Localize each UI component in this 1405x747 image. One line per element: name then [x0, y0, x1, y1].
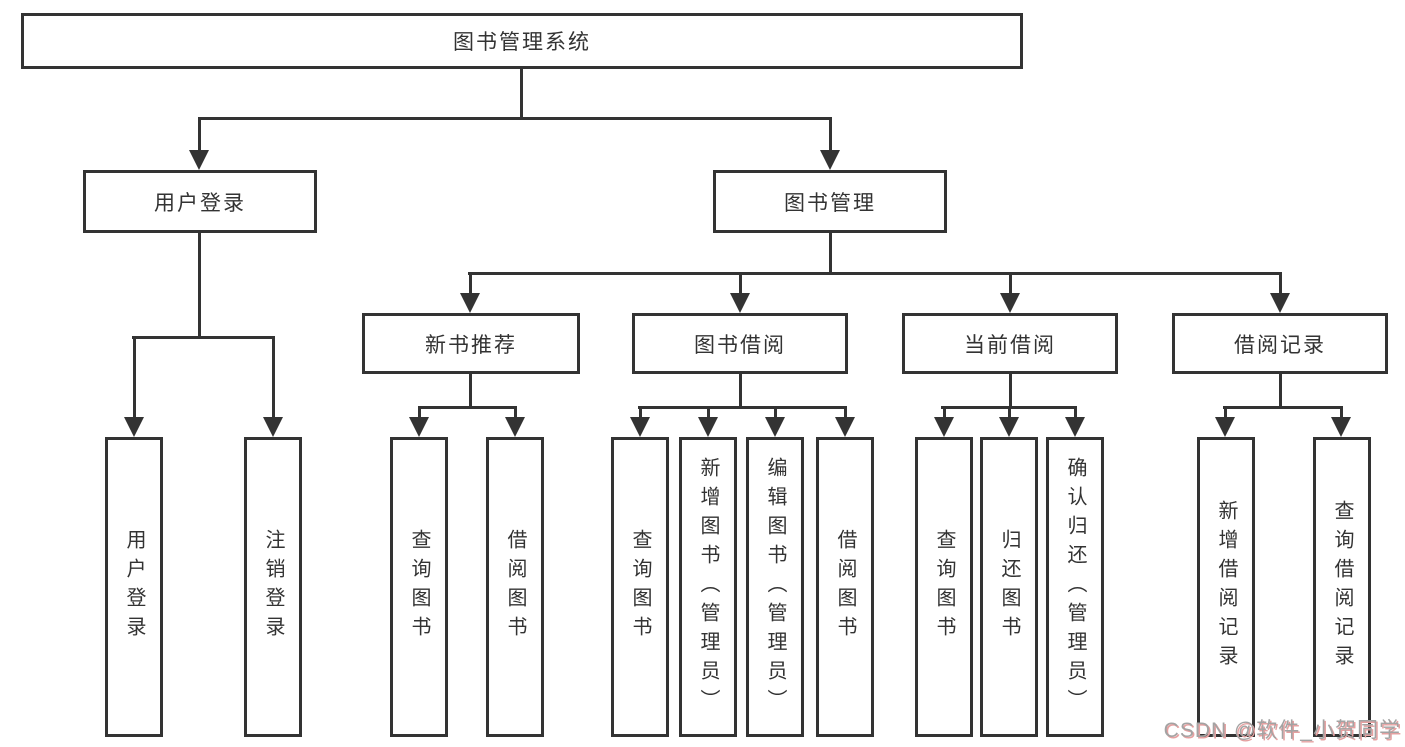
leaf-logout: 注销登录	[244, 437, 302, 737]
leaf-borrow-books: 借阅图书	[816, 437, 874, 737]
leaf-return-book: 归还图书	[980, 437, 1038, 737]
node-borrow-records: 借阅记录	[1172, 313, 1388, 374]
connector-stem-e2	[1340, 406, 1343, 419]
connector-stem-leaf-logout	[272, 336, 275, 419]
connector-stem-b2	[514, 406, 517, 419]
node-user-login: 用户登录	[83, 170, 317, 233]
arrow-to-new-book	[460, 293, 480, 313]
leaf-query-borrow-record: 查询借阅记录	[1313, 437, 1371, 737]
connector-stem-book-management	[829, 117, 832, 152]
arrow-to-c1	[630, 417, 650, 437]
connector-root-stem	[520, 69, 523, 120]
arrow-to-d1	[934, 417, 954, 437]
connector-root-split	[198, 117, 832, 120]
arrow-to-c3	[765, 417, 785, 437]
leaf-query-books-current: 查询图书	[915, 437, 973, 737]
connector-current-borrow-stem	[1009, 373, 1012, 409]
connector-stem-c2	[707, 406, 710, 419]
connector-new-book-stem	[469, 373, 472, 409]
connector-stem-user-login	[198, 117, 201, 152]
leaf-add-book-admin: 新增图书（管理员）	[679, 437, 737, 737]
arrow-to-leaf-logout	[263, 417, 283, 437]
leaf-borrow-books-recommend: 借阅图书	[486, 437, 544, 737]
leaf-query-books-borrow: 查询图书	[611, 437, 669, 737]
connector-book-borrow-stem	[739, 373, 742, 409]
arrow-to-b1	[409, 417, 429, 437]
node-book-management: 图书管理	[713, 170, 947, 233]
connector-new-book-split	[418, 406, 517, 409]
connector-stem-c3	[774, 406, 777, 419]
arrow-to-e1	[1215, 417, 1235, 437]
arrow-to-book-management	[820, 150, 840, 170]
arrow-to-current-borrow	[1000, 293, 1020, 313]
connector-stem-e1	[1224, 406, 1227, 419]
connector-user-login-split	[132, 336, 275, 339]
connector-user-login-stem	[198, 233, 201, 339]
leaf-confirm-return-admin: 确认归还（管理员）	[1046, 437, 1104, 737]
connector-book-borrow-split	[638, 406, 847, 409]
arrow-to-user-login	[189, 150, 209, 170]
connector-stem-d1	[943, 406, 946, 419]
arrow-to-borrow-records	[1270, 293, 1290, 313]
connector-stem-new-book	[469, 272, 472, 295]
leaf-user-login: 用户登录	[105, 437, 163, 737]
arrow-to-c2	[698, 417, 718, 437]
node-current-borrow: 当前借阅	[902, 313, 1118, 374]
connector-book-management-stem	[829, 233, 832, 275]
connector-borrow-records-split	[1223, 406, 1343, 409]
connector-stem-current-borrow	[1009, 272, 1012, 295]
connector-stem-c4	[844, 406, 847, 419]
node-book-borrow: 图书借阅	[632, 313, 848, 374]
node-root: 图书管理系统	[21, 13, 1023, 69]
leaf-query-books-recommend: 查询图书	[390, 437, 448, 737]
connector-stem-c1	[639, 406, 642, 419]
arrow-to-e2	[1331, 417, 1351, 437]
watermark: CSDN @软件_小贺同学	[1163, 719, 1401, 742]
connector-stem-d2	[1008, 406, 1011, 419]
connector-stem-d3	[1074, 406, 1077, 419]
connector-borrow-records-stem	[1279, 374, 1282, 409]
leaf-edit-book-admin: 编辑图书（管理员）	[746, 437, 804, 737]
leaf-add-borrow-record: 新增借阅记录	[1197, 437, 1255, 737]
arrow-to-c4	[835, 417, 855, 437]
connector-level3-split	[468, 272, 1282, 275]
arrow-to-book-borrow	[730, 293, 750, 313]
connector-stem-borrow-records	[1279, 272, 1282, 295]
arrow-to-leaf-login	[124, 417, 144, 437]
arrow-to-b2	[505, 417, 525, 437]
connector-stem-b1	[418, 406, 421, 419]
arrow-to-d3	[1065, 417, 1085, 437]
arrow-to-d2	[999, 417, 1019, 437]
node-new-book-recommend: 新书推荐	[362, 313, 580, 374]
connector-stem-book-borrow	[739, 272, 742, 295]
connector-stem-leaf-login	[133, 336, 136, 419]
